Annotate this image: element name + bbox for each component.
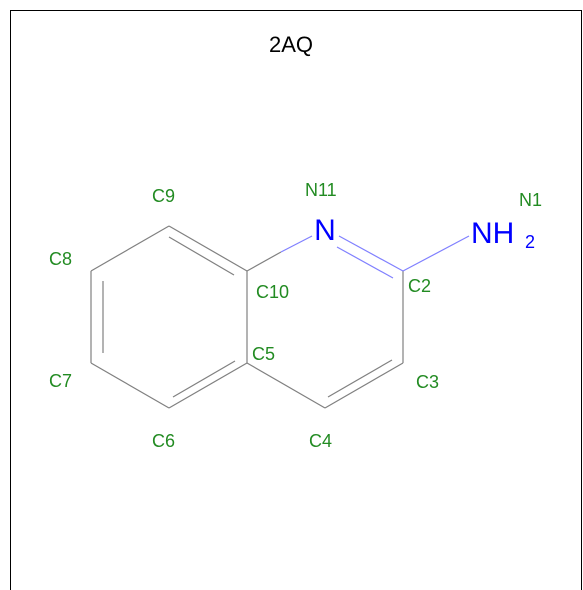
bond-c6-c5-double [172,360,236,398]
diagram-frame [10,10,582,590]
atom-label-c4: C4 [309,431,332,451]
bond-c10-n11-carbon-half [246,251,282,272]
bond-c9-c10-double [168,236,235,276]
bond-group-nitrogen [280,235,470,279]
atom-label-c3: C3 [416,372,439,392]
diagram-title: 2AQ [269,32,313,57]
bond-n11-c2-double [336,246,394,279]
ring-nitrogen-symbol: N [314,214,336,247]
bond-c5-c4 [246,362,326,409]
bond-c10-c9 [168,225,248,272]
atom-label-c5: C5 [252,344,275,364]
bond-n11-c2 [338,235,404,272]
atom-label-n11: N11 [305,180,337,200]
bond-c7-c6 [90,362,170,409]
bond-c4-c3-double [327,359,393,398]
amine-hydrogen-subscript: 2 [525,232,535,252]
atom-label-c2: C2 [408,276,431,296]
atom-label-c10: C10 [256,282,289,302]
bond-c4-c3 [324,362,404,409]
atom-label-c7: C7 [49,371,72,391]
bond-c2-n1 [402,235,470,272]
bond-c9-c8 [90,225,170,272]
amine-nitrogen-symbol: NH [471,217,514,250]
bond-c6-c5 [168,362,248,409]
atom-label-c6: C6 [152,431,175,451]
atom-label-group: C9 N11 N1 C8 C10 C2 C5 C7 C3 C6 C4 [49,180,542,451]
bond-group-carbon [90,225,404,409]
atom-label-c8: C8 [49,249,72,269]
bond-c10-n11-nitrogen-half [280,235,313,253]
atom-label-c9: C9 [152,186,175,206]
atom-label-n1: N1 [519,190,542,210]
